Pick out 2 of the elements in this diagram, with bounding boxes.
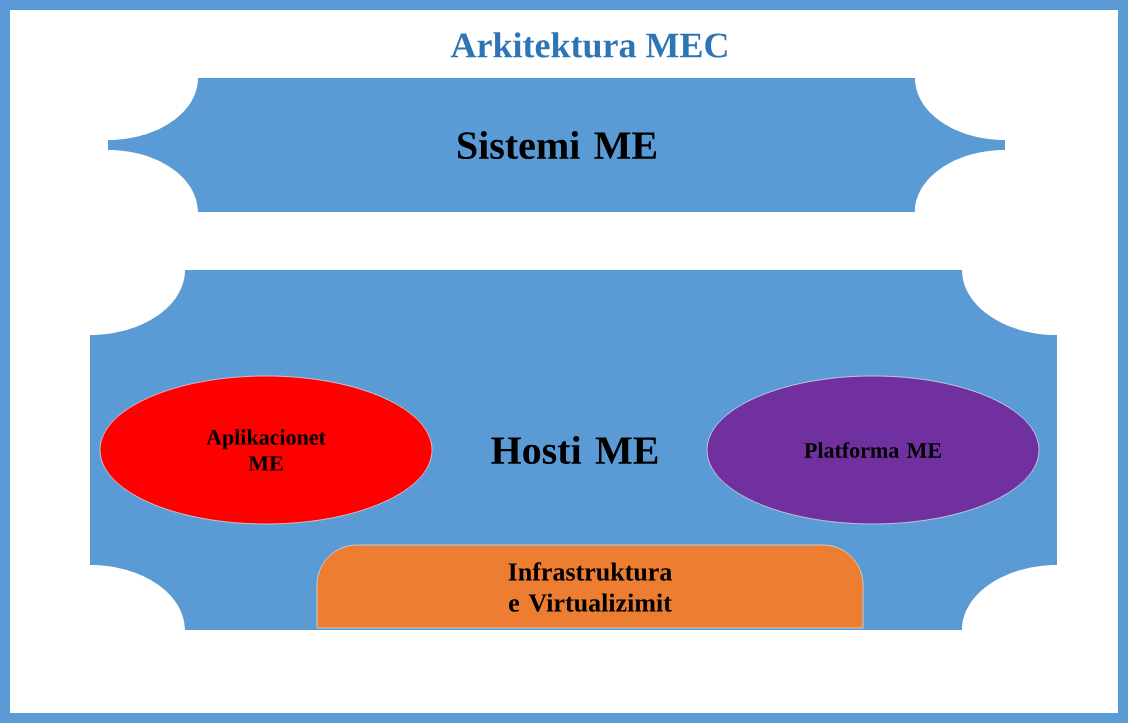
rounded-box: Infrastruktura e Virtualizimit xyxy=(316,544,864,629)
diagram-title: Arkitektura MEC xyxy=(450,32,727,58)
